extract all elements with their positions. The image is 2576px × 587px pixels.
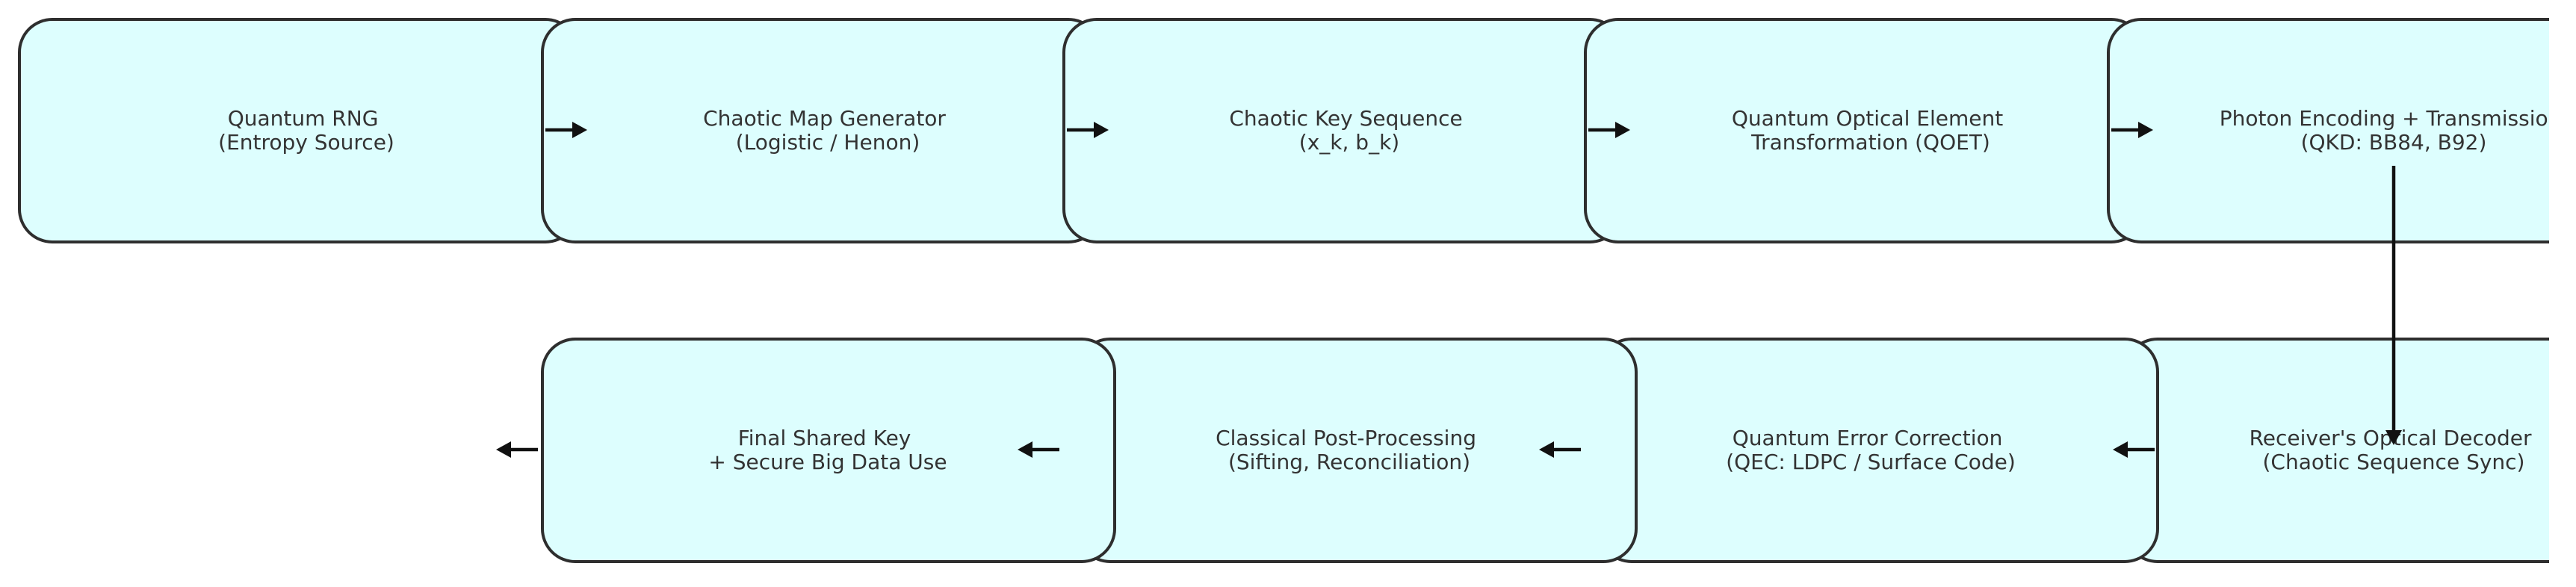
arrow-qec-to-postprocessing xyxy=(1539,441,1581,458)
node-label-final-shared-key: Final Shared Key + Secure Big Data Use xyxy=(708,426,947,474)
node-label-photon-encoding: Photon Encoding + Transmission (QKD: BB8… xyxy=(2220,106,2569,155)
arrow-sequence-to-qoet xyxy=(1588,122,1630,138)
arrow-map-to-sequence xyxy=(1067,122,1109,138)
arrow-postprocessing-to-final-key xyxy=(1018,441,1059,458)
node-box-photon-encoding xyxy=(2107,18,2549,243)
arrow-receiver-to-qec xyxy=(2113,441,2155,458)
node-label-chaotic-map-generator: Chaotic Map Generator (Logistic / Henon) xyxy=(703,106,953,155)
arrow-rng-to-map xyxy=(545,122,587,138)
node-label-classical-post-processing: Classical Post-Processing (Sifting, Reco… xyxy=(1216,426,1483,474)
arrow-final-key-out xyxy=(496,441,538,458)
node-label-quantum-rng: Quantum RNG (Entropy Source) xyxy=(218,106,394,155)
node-label-chaotic-key-sequence: Chaotic Key Sequence (x_k, b_k) xyxy=(1229,106,1469,155)
arrow-photon-to-receiver xyxy=(2385,166,2402,445)
node-label-quantum-error-correction: Quantum Error Correction (QEC: LDPC / Su… xyxy=(1726,426,2016,474)
node-label-qoet: Quantum Optical Element Transformation (… xyxy=(1732,106,2010,155)
arrow-qoet-to-photon xyxy=(2111,122,2153,138)
node-box-final-shared-key xyxy=(541,338,1116,563)
